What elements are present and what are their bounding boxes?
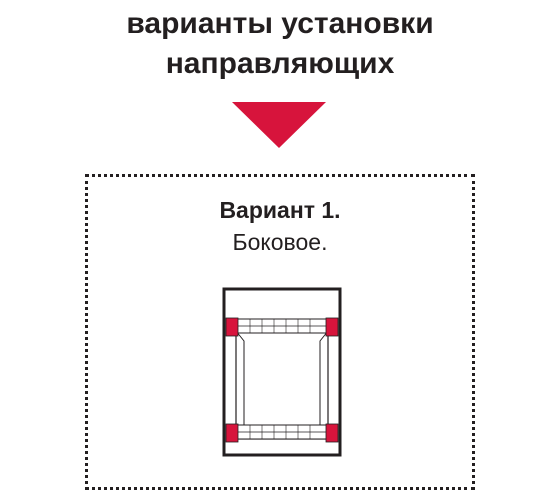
variant-subtitle: Боковое. [232, 229, 328, 255]
cabinet-outline [222, 287, 342, 457]
page-heading: варианты установки направляющих [0, 4, 560, 84]
guide-bottom-right [325, 423, 339, 443]
side-mount-diagram [222, 287, 342, 457]
top-rail [235, 318, 329, 334]
guide-bottom-left [225, 423, 239, 443]
down-triangle-icon [232, 102, 326, 148]
guide-top-left [225, 317, 239, 337]
heading-line-1: варианты установки [126, 7, 434, 40]
heading-line-2: направляющих [165, 47, 395, 80]
bottom-rail [235, 424, 329, 440]
variant-frame [85, 174, 475, 490]
guide-top-right [325, 317, 339, 337]
drawer-outline [235, 330, 329, 440]
variant-title: Вариант 1. [219, 197, 341, 223]
